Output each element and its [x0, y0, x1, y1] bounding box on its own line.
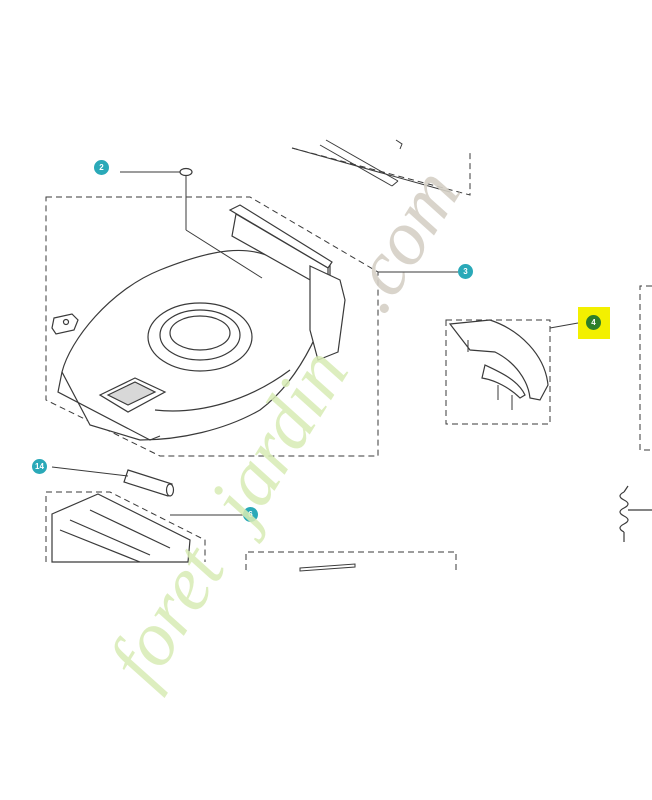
tube-part: [123, 469, 175, 497]
baffle-part: [448, 319, 549, 401]
top-shaft: [291, 139, 451, 193]
callout-4-label: 4: [591, 318, 596, 327]
plug-part: [179, 167, 193, 177]
callout-2-label: 2: [99, 163, 104, 172]
baffle-screws: [467, 340, 513, 410]
callout-6-label: 6: [248, 510, 253, 519]
callout-14-label: 14: [35, 462, 44, 471]
spring-part: [619, 485, 652, 542]
callout-6[interactable]: 6: [243, 507, 258, 522]
clip-part: [51, 313, 79, 335]
top-dashed-frame: [291, 147, 471, 196]
deck-frame: [45, 196, 379, 457]
callout-3[interactable]: 3: [458, 264, 473, 279]
mower-deck: [57, 204, 346, 441]
callout-14[interactable]: 14: [32, 459, 47, 474]
callout-3-label: 3: [463, 267, 468, 276]
lower-part: [51, 493, 191, 563]
callout-4[interactable]: 4: [586, 315, 601, 330]
callout-2[interactable]: 2: [94, 160, 109, 175]
